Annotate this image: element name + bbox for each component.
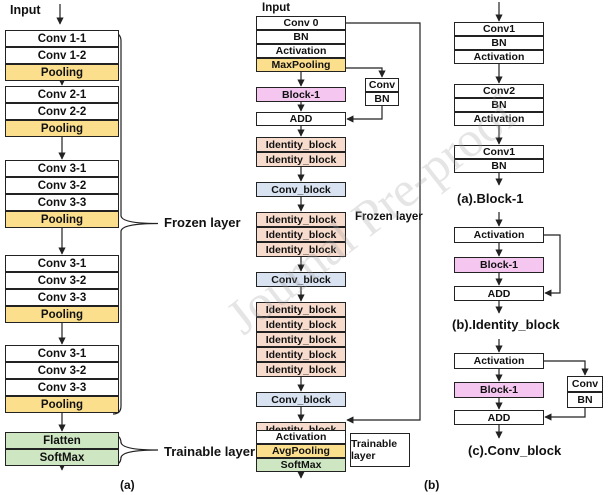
conv-layer: Conv 2-1 bbox=[5, 86, 119, 103]
block1-layer: Conv1 bbox=[454, 22, 544, 36]
convblock-shortcut-bn: BN bbox=[567, 392, 603, 408]
block1-layer: Conv1 bbox=[454, 145, 544, 159]
conv-block-node: Conv_block bbox=[256, 392, 346, 407]
convblock-block1: Block-1 bbox=[454, 382, 544, 398]
conv-layer: Conv 3-1 bbox=[5, 345, 119, 362]
identity-activation: Activation bbox=[454, 227, 544, 243]
identity-block-node: Identity_block bbox=[256, 242, 346, 257]
avgpooling-layer: AvgPooling bbox=[256, 444, 346, 458]
identity-block-node: Identity_block bbox=[256, 227, 346, 242]
identity-block-node: Identity_block bbox=[256, 347, 346, 362]
panel-b-shortcut-in bbox=[346, 67, 386, 78]
identity-block-node: Identity_block bbox=[256, 362, 346, 377]
softmax-layer: SoftMax bbox=[5, 449, 119, 466]
panel-a-frozen-brace bbox=[112, 32, 159, 415]
panel-a-caption: (a) bbox=[120, 478, 135, 492]
conv-block-node: Conv_block bbox=[256, 272, 346, 287]
pooling-layer: Pooling bbox=[5, 64, 119, 81]
flatten-layer: Flatten bbox=[5, 432, 119, 449]
convblock-skip-in bbox=[544, 360, 589, 376]
conv-layer: Conv 3-1 bbox=[5, 160, 119, 177]
pooling-layer: Pooling bbox=[5, 211, 119, 228]
identity-add: ADD bbox=[454, 286, 544, 301]
shortcut-bn: BN bbox=[365, 92, 399, 106]
conv-layer: Conv 3-3 bbox=[5, 379, 119, 396]
softmax-layer: SoftMax bbox=[256, 458, 346, 472]
panel-b-caption: (b) bbox=[424, 478, 440, 492]
conv-layer: Conv 3-3 bbox=[5, 289, 119, 306]
panel-a-trainable-label: Trainable layer bbox=[164, 444, 256, 459]
conv-layer: Conv 3-1 bbox=[5, 255, 119, 272]
conv-layer: Conv 3-2 bbox=[5, 177, 119, 194]
conv-layer: Conv 3-3 bbox=[5, 194, 119, 211]
identity-block-node: Identity_block bbox=[256, 137, 346, 152]
block1-layer: BN bbox=[454, 98, 544, 112]
block1-caption: (a).Block-1 bbox=[457, 191, 524, 206]
convblock-skip-out bbox=[544, 408, 586, 421]
panel-a-trainable-brace bbox=[112, 434, 159, 466]
conv-layer: Conv 3-2 bbox=[5, 272, 119, 289]
panel-b-frozen-label: Frozen layer bbox=[355, 211, 423, 223]
conv-layer: Conv 2-2 bbox=[5, 103, 119, 120]
panel-a-input-label: Input bbox=[10, 3, 41, 17]
panel-b-input-label: Input bbox=[262, 2, 291, 14]
conv0-layer: Conv 0 bbox=[256, 16, 346, 30]
pooling-layer: Pooling bbox=[5, 396, 119, 413]
activation-layer: Activation bbox=[256, 430, 346, 444]
block1-layer: Activation bbox=[454, 50, 544, 64]
panel-b-shortcut-out bbox=[346, 106, 383, 123]
identity-block1: Block-1 bbox=[454, 257, 544, 273]
convblock-add: ADD bbox=[454, 410, 544, 425]
conv-layer: Conv 3-2 bbox=[5, 362, 119, 379]
block1-layer: BN bbox=[454, 36, 544, 50]
block1-layer: BN bbox=[454, 159, 544, 173]
identity-block-node: Identity_block bbox=[256, 317, 346, 332]
maxpooling-layer: MaxPooling bbox=[256, 58, 346, 72]
add-node: ADD bbox=[256, 112, 346, 126]
pooling-layer: Pooling bbox=[5, 306, 119, 323]
panel-b-frozen-line bbox=[346, 22, 421, 424]
block1-layer: Conv2 bbox=[454, 84, 544, 98]
identity-skip bbox=[544, 234, 561, 297]
identity-block-node: Identity_block bbox=[256, 332, 346, 347]
activation-layer: Activation bbox=[256, 44, 346, 58]
convblock-shortcut-conv: Conv bbox=[567, 376, 603, 392]
identity-block-node: Identity_block bbox=[256, 152, 346, 167]
pooling-layer: Pooling bbox=[5, 120, 119, 137]
identity-caption: (b).Identity_block bbox=[452, 317, 560, 332]
conv-block-node: Conv_block bbox=[256, 182, 346, 197]
block1-layer: Activation bbox=[454, 112, 544, 126]
identity-block-node: Identity_block bbox=[256, 302, 346, 317]
conv-layer: Conv 1-1 bbox=[5, 30, 119, 47]
shortcut-conv: Conv bbox=[365, 78, 399, 92]
bn-layer: BN bbox=[256, 30, 346, 44]
conv-layer: Conv 1-2 bbox=[5, 47, 119, 64]
panel-a-frozen-label: Frozen layer bbox=[164, 215, 241, 230]
convblock-activation: Activation bbox=[454, 353, 544, 369]
block1-node: Block-1 bbox=[256, 87, 346, 102]
identity-block-node: Identity_block bbox=[256, 212, 346, 227]
panel-b-trainable-box: Trainable layer bbox=[350, 433, 410, 467]
convblock-caption: (c).Conv_block bbox=[468, 443, 562, 458]
